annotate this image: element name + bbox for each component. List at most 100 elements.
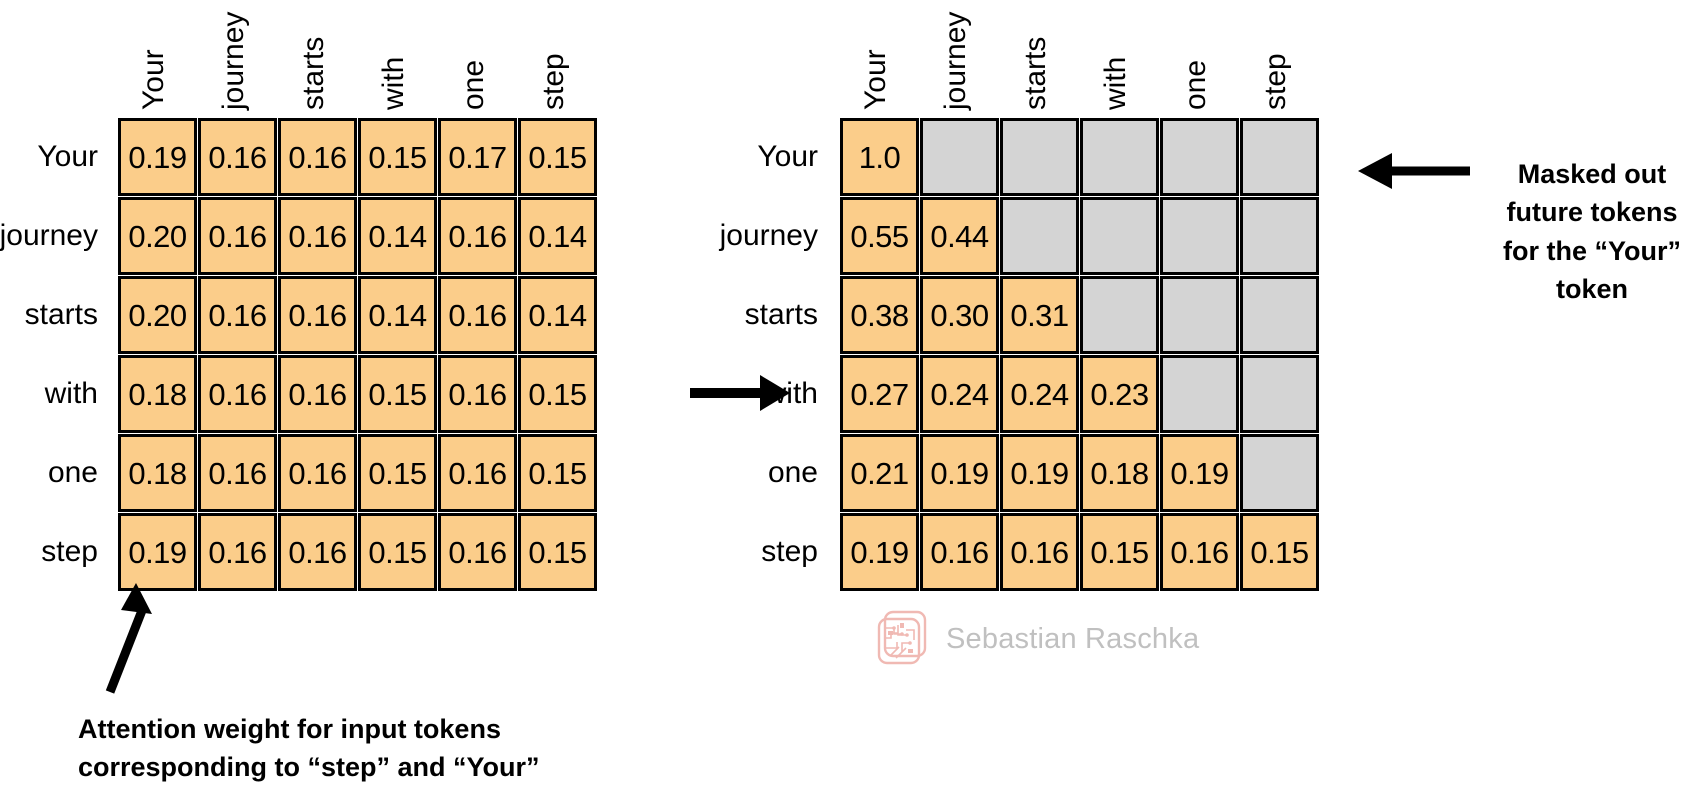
masked-attention-weight-cell: 0.30 [920, 276, 999, 354]
masked-attention-weight-masked-cell [1160, 197, 1239, 275]
callout-line: corresponding to “step” and “Your” [78, 752, 540, 783]
attention-weight-cell: 0.16 [438, 513, 517, 591]
row-label: with [764, 377, 818, 410]
callout-line: future tokens [1506, 197, 1678, 228]
attention-weight-cell: 0.20 [118, 276, 197, 354]
attention-weight-cell: 0.15 [518, 118, 597, 196]
masked-attention-weight-cell: 0.15 [1080, 513, 1159, 591]
column-header-label: Your [136, 49, 170, 110]
masked-attention-weight-cell: 0.19 [1000, 434, 1079, 512]
attention-weight-cell: 0.15 [518, 355, 597, 433]
watermark: Sebastian Raschka [876, 608, 1199, 670]
attention-weight-cell: 0.14 [358, 276, 437, 354]
masked-attention-weight-cell: 0.19 [920, 434, 999, 512]
column-header: step [1240, 0, 1319, 112]
attention-weight-callout-text: Attention weight for input tokens corres… [78, 710, 698, 787]
masked-attention-weight-masked-cell [1240, 276, 1319, 354]
circuit-board-logo-icon [877, 610, 927, 665]
column-header: with [358, 0, 437, 112]
column-header: journey [920, 0, 999, 112]
row-label: journey [719, 219, 818, 252]
row-label: journey [0, 219, 98, 252]
masked-attention-weight-cell: 0.19 [1160, 434, 1239, 512]
attention-weight-cell: 0.19 [118, 118, 197, 196]
attention-weight-cell: 0.16 [198, 197, 277, 275]
attention-weight-cell: 0.17 [438, 118, 517, 196]
row-label: with [44, 377, 98, 410]
masked-attention-weight-cell: 0.16 [1160, 513, 1239, 591]
masked-attention-weight-masked-cell [1240, 197, 1319, 275]
attention-weight-cell: 0.16 [438, 276, 517, 354]
masked-attention-weight-cell: 0.31 [1000, 276, 1079, 354]
column-header-label: one [1178, 59, 1212, 110]
callout-arrow-left-icon [1358, 153, 1470, 189]
attention-weight-cell: 0.18 [118, 355, 197, 433]
masked-attention-weight-cell: 0.24 [920, 355, 999, 433]
attention-weight-cell: 0.15 [358, 513, 437, 591]
row-label: starts [24, 298, 98, 331]
row-label: Your [757, 140, 818, 173]
attention-weight-cell: 0.18 [118, 434, 197, 512]
attention-weight-cell: 0.16 [278, 276, 357, 354]
masked-attention-weight-cell: 0.23 [1080, 355, 1159, 433]
callout-line: token [1555, 273, 1628, 304]
row-label: one [47, 456, 98, 489]
attention-weight-cell: 0.14 [518, 197, 597, 275]
attention-weight-cell: 0.16 [278, 513, 357, 591]
masked-attention-weight-masked-cell [920, 118, 999, 196]
row-label: step [41, 535, 98, 568]
column-header: Your [118, 0, 197, 112]
attention-weight-cell: 0.16 [198, 276, 277, 354]
left-matrix-column-headers: Your journey starts with one step [118, 0, 597, 112]
masked-attention-weight-cell: 0.15 [1240, 513, 1319, 591]
masked-attention-weight-cell: 0.19 [840, 513, 919, 591]
right-matrix-column-headers: Your journey starts with one step [840, 0, 1319, 112]
column-header: journey [198, 0, 277, 112]
masked-attention-weight-cell: 0.16 [920, 513, 999, 591]
column-header: with [1080, 0, 1159, 112]
column-header-label: journey [938, 11, 972, 110]
right-matrix-row-labels: Your journey starts with one step [630, 118, 830, 591]
column-header-label: journey [216, 11, 250, 110]
attention-weight-cell: 0.16 [278, 118, 357, 196]
attention-weight-cell: 0.16 [438, 197, 517, 275]
attention-weight-cell: 0.16 [438, 355, 517, 433]
masked-attention-weight-masked-cell [1080, 276, 1159, 354]
column-header-label: one [456, 59, 490, 110]
attention-weights-matrix: Your journey starts with one step Your j… [0, 12, 597, 591]
column-header: step [518, 0, 597, 112]
column-header-label: with [376, 56, 410, 110]
column-header: one [438, 0, 517, 112]
attention-weight-cell: 0.15 [358, 118, 437, 196]
attention-weight-cell: 0.16 [198, 434, 277, 512]
row-label: one [767, 456, 818, 489]
attention-weight-cell: 0.14 [358, 197, 437, 275]
attention-weight-cell: 0.15 [358, 434, 437, 512]
attention-weight-cell: 0.16 [198, 118, 277, 196]
attention-weight-cell: 0.16 [278, 197, 357, 275]
attention-weight-cell: 0.15 [518, 434, 597, 512]
masked-attention-weight-masked-cell [1240, 434, 1319, 512]
masked-attention-weights-matrix: Your journey starts with one step Your j… [720, 12, 1319, 591]
masked-attention-weight-cell: 0.21 [840, 434, 919, 512]
callout-line: for the “Your” [1503, 235, 1681, 266]
attention-weight-cell: 0.15 [358, 355, 437, 433]
masked-attention-weight-masked-cell [1000, 197, 1079, 275]
attention-weight-cell: 0.16 [198, 513, 277, 591]
column-header: starts [278, 0, 357, 112]
masked-attention-weight-masked-cell [1160, 276, 1239, 354]
column-header-label: with [1098, 56, 1132, 110]
column-header-label: Your [858, 49, 892, 110]
row-label: starts [744, 298, 818, 331]
callout-arrow-up-icon [105, 583, 152, 694]
attention-weight-cell: 0.16 [438, 434, 517, 512]
row-label: Your [37, 140, 98, 173]
attention-weight-cell: 0.19 [118, 513, 197, 591]
masked-attention-weight-masked-cell [1160, 355, 1239, 433]
masked-attention-weight-cell: 0.44 [920, 197, 999, 275]
masked-attention-weight-cell: 0.27 [840, 355, 919, 433]
attention-weight-cell: 0.16 [278, 355, 357, 433]
masked-attention-weight-masked-cell [1240, 355, 1319, 433]
